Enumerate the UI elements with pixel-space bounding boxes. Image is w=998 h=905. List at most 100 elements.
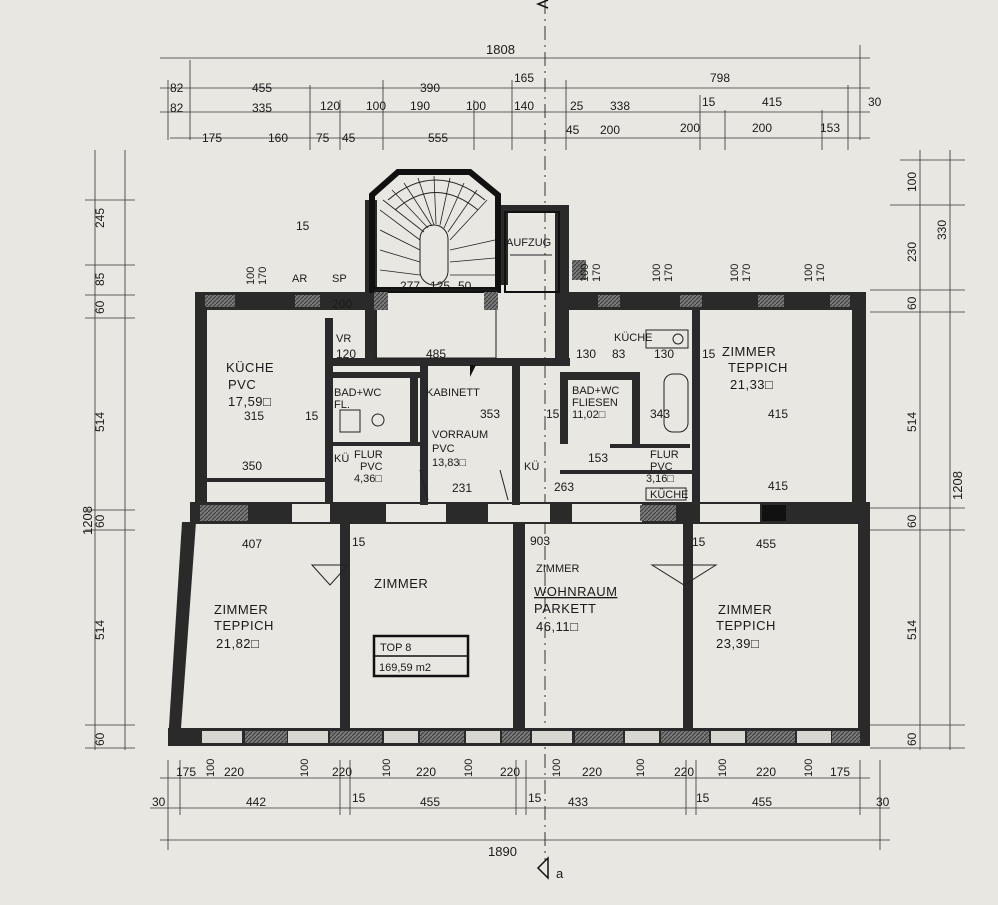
section-marker: a xyxy=(535,0,564,881)
dim-top2-11: 30 xyxy=(868,95,882,109)
flur-left-area: 4,36□ xyxy=(354,473,382,485)
win-top-b-2: 170 xyxy=(591,264,603,282)
dim-right-1: 230 xyxy=(905,242,919,262)
dim-int-14: 15 xyxy=(546,407,560,421)
dim-top3-2: 75 xyxy=(316,131,330,145)
kabinett-name: KABINETT xyxy=(426,387,480,399)
win-bot-b-1: 100 xyxy=(299,759,311,777)
left-dimension-lines xyxy=(85,150,135,750)
dim-bot1-1: 220 xyxy=(224,765,244,779)
zimmer-top-right-name: ZIMMER xyxy=(722,344,776,359)
dim-int-8: 485 xyxy=(426,347,446,361)
vorraum-name: VORRAUM xyxy=(432,429,488,441)
dim-top3-5: 45 xyxy=(566,123,580,137)
bottom-dim-row2: 30 442 15 455 15 433 15 455 30 xyxy=(152,791,890,809)
zimmer-bottom-right-floor: TEPPICH xyxy=(716,618,776,633)
dim-int-1: 15 xyxy=(305,409,319,423)
lower-partition-walls xyxy=(340,524,693,729)
dim-right-4: 514 xyxy=(905,412,919,432)
dim-int-12: 15 xyxy=(702,347,716,361)
sp-name: SP xyxy=(332,273,347,285)
win-bot-e-1: 100 xyxy=(551,759,563,777)
kueche-left-name: KÜCHE xyxy=(226,360,274,375)
zimmer-top-right-area: 21,33□ xyxy=(730,377,773,392)
top-dim-row2: 82 335 120 100 190 100 140 25 338 15 415… xyxy=(170,95,882,115)
zimmer-bottom-left-floor: TEPPICH xyxy=(214,618,274,633)
dim-top3-6: 200 xyxy=(600,123,620,137)
kueche-small-name: KÜCHE xyxy=(614,332,653,344)
bad-wc-right-floor: FLIESEN xyxy=(572,397,618,409)
dim-int-13: 353 xyxy=(480,407,500,421)
room-labels: KÜCHE PVC 17,59□ ZIMMER TEPPICH 21,33□ Z… xyxy=(214,237,787,651)
flur-right-floor: PVC xyxy=(650,461,673,473)
dim-right-0: 100 xyxy=(905,172,919,192)
ku-right-name: KÜ xyxy=(524,461,539,473)
win-top-a-2: 170 xyxy=(257,267,269,285)
win-top-d-2: 170 xyxy=(741,264,753,282)
top-windows xyxy=(205,295,850,307)
dim-left-overall: 1208 xyxy=(80,506,95,535)
vr-name: VR xyxy=(336,333,351,345)
dim-bot2-4: 15 xyxy=(528,791,542,805)
wohnraum-area: 46,11□ xyxy=(536,619,578,634)
middle-wall-details xyxy=(200,504,786,522)
dim-right-6: 60 xyxy=(905,514,919,528)
unit-number: TOP 8 xyxy=(380,642,411,654)
win-top-c-2: 170 xyxy=(663,264,675,282)
wohnraum-name: WOHNRAUM xyxy=(534,584,617,599)
dim-top3-4: 555 xyxy=(428,131,448,145)
right-dimension-lines xyxy=(870,150,965,750)
dim-top1-2: 390 xyxy=(420,81,440,95)
dim-int-30: 277 xyxy=(400,279,420,293)
dim-bot2-8: 30 xyxy=(876,795,890,809)
dim-bot1-0: 175 xyxy=(176,765,196,779)
dim-int-3: 407 xyxy=(242,537,262,551)
dim-left-5: 514 xyxy=(93,620,107,640)
bottom-dim-row1: 175 220 220 220 220 220 220 220 175 xyxy=(176,765,850,779)
dim-top2-4: 190 xyxy=(410,99,430,113)
vorraum-floor: PVC xyxy=(432,443,455,455)
dim-int-9: 130 xyxy=(576,347,596,361)
dim-int-17: 415 xyxy=(768,479,788,493)
fixtures xyxy=(339,329,689,501)
kueche-right-bottom-name: KÜCHE xyxy=(650,489,689,501)
zimmer-bottom-right-area: 23,39□ xyxy=(716,636,759,651)
dim-top2-3: 100 xyxy=(366,99,386,113)
dim-int-7: 455 xyxy=(756,537,776,551)
win-top-e-2: 170 xyxy=(815,264,827,282)
bad-wc-left-name: BAD+WC xyxy=(334,387,381,399)
dim-int-0: 315 xyxy=(244,409,264,423)
dim-bot2-3: 455 xyxy=(420,795,440,809)
bad-wc-right-name: BAD+WC xyxy=(572,385,619,397)
dim-left-1: 85 xyxy=(93,272,107,286)
dim-left-3: 514 xyxy=(93,412,107,432)
dim-top2-1: 335 xyxy=(252,101,272,115)
flur-left-name: FLUR xyxy=(354,449,383,461)
dim-right-7: 514 xyxy=(905,620,919,640)
dim-int-21: 120 xyxy=(336,347,356,361)
dim-bot2-7: 455 xyxy=(752,795,772,809)
dim-int-18: 263 xyxy=(554,480,574,494)
dim-int-4: 15 xyxy=(352,535,366,549)
top-dimension-lines xyxy=(160,45,870,150)
dim-bot2-5: 433 xyxy=(568,795,588,809)
vorraum-area: 13,83□ xyxy=(432,457,467,469)
dim-int-20: 153 xyxy=(588,451,608,465)
right-dims: 100 230 330 60 514 60 514 60 xyxy=(905,172,949,746)
window-size-labels: 100 170 100 170 100 170 100 170 100 170 … xyxy=(205,264,827,777)
dim-top2-9: 15 xyxy=(702,95,716,109)
dim-int-5: 903 xyxy=(530,534,550,548)
dim-top2-6: 140 xyxy=(514,99,534,113)
dim-right-overall: 1208 xyxy=(950,471,965,500)
dim-top3-3: 45 xyxy=(342,131,356,145)
flur-right-area: 3,16□ xyxy=(646,473,674,485)
win-bot-c-1: 100 xyxy=(381,759,393,777)
ar-name: AR xyxy=(292,273,307,285)
dim-bot1-6: 220 xyxy=(674,765,694,779)
dim-left-2: 60 xyxy=(93,300,107,314)
dim-int-10: 83 xyxy=(612,347,626,361)
zimmer-middle-name: ZIMMER xyxy=(374,576,428,591)
dim-top2-8: 338 xyxy=(610,99,630,113)
